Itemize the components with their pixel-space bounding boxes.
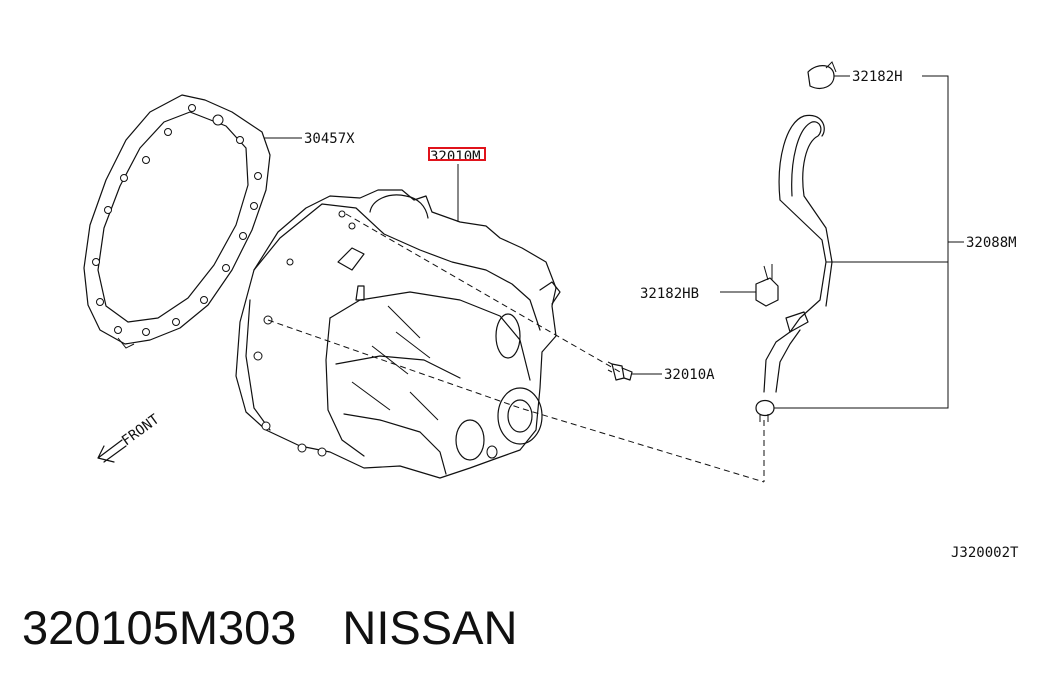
breather-hose-drawing [755,61,837,422]
part-caption: 320105M303 NISSAN [22,596,517,660]
gasket-plate-drawing [83,94,271,349]
leader-lines [264,75,964,409]
part-number: 320105M303 [22,601,297,654]
label-32010m: 32010M [430,149,481,165]
label-30457x: 30457X [304,131,355,147]
transmission-case-drawing [235,189,561,479]
label-32182h: 32182H [852,69,903,85]
label-32088m: 32088M [966,235,1017,251]
parts-diagram: FRONT 30457X 32010M 32010A 32182HB 32182… [83,61,1019,560]
label-32182hb: 32182HB [640,286,699,302]
front-label: FRONT [119,411,163,449]
brand-name: NISSAN [342,601,518,654]
front-direction-arrow: FRONT [97,411,163,463]
label-32010a: 32010A [664,367,715,383]
diagram-code: J320002T [951,545,1019,560]
bolt-drawing [607,361,633,381]
alignment-dash-lines [267,213,765,483]
highlight-box [428,147,486,161]
